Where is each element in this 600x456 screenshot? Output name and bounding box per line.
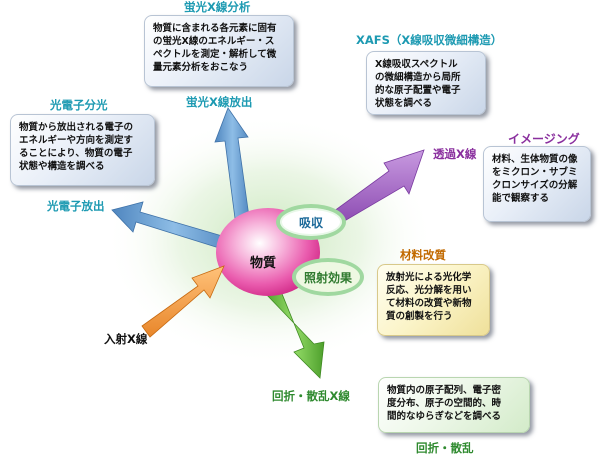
pes-title: 光電子分光 (50, 98, 108, 112)
imaging-arrow-label: 透過X線 (433, 147, 477, 161)
pes-box: 物質から放出される電子の エネルギーや方向を測定す ることにより、物質の電子 状… (10, 114, 155, 186)
imaging-title: イメージング (508, 132, 580, 146)
incident-arrow (141, 265, 225, 338)
xrf-box: 物質に含まれる各元素に固有 の蛍光X線のエネルギー・ス ペクトルを測定・解析して… (144, 15, 294, 87)
transmitted-arrow (329, 149, 425, 227)
imaging-box: 材料、生体物質の像 をミクロン・サブミ クロンサイズの分解 能で観察する (483, 146, 591, 222)
fluorescence-arrow (214, 107, 251, 227)
diffraction-box: 物質内の原子配列、電子密 度分布、原子の空間的、時 間的なゆらぎなどを調べる (378, 377, 530, 433)
absorption-ring: 吸収 (276, 204, 346, 240)
diffraction-arrow (263, 283, 325, 379)
pes-arrow-label: 光電子放出 (47, 199, 105, 213)
xrf-title: 蛍光X線分析 (184, 0, 251, 14)
center-label: 物質 (250, 256, 277, 271)
irradiation-ring: 照射効果 (292, 258, 364, 296)
diffraction-title: 回折・散乱 (416, 441, 474, 455)
incident-label: 入射X線 (104, 332, 148, 346)
xrf-arrow-label: 蛍光X線放出 (186, 95, 253, 109)
xafs-box: X線吸収スペクトル の微細構造から局所 的な原子配置や電子 状態を調べる (366, 51, 486, 115)
modification-title: 材料改質 (400, 248, 446, 262)
xafs-title: XAFS（X線吸収微細構造） (356, 33, 503, 47)
modification-box: 放射光による光化学 反応、光分解を用い て材料の改質や新物 質の創製を行う (377, 264, 490, 336)
diffraction-arrow-label: 回折・散乱X線 (272, 389, 350, 403)
